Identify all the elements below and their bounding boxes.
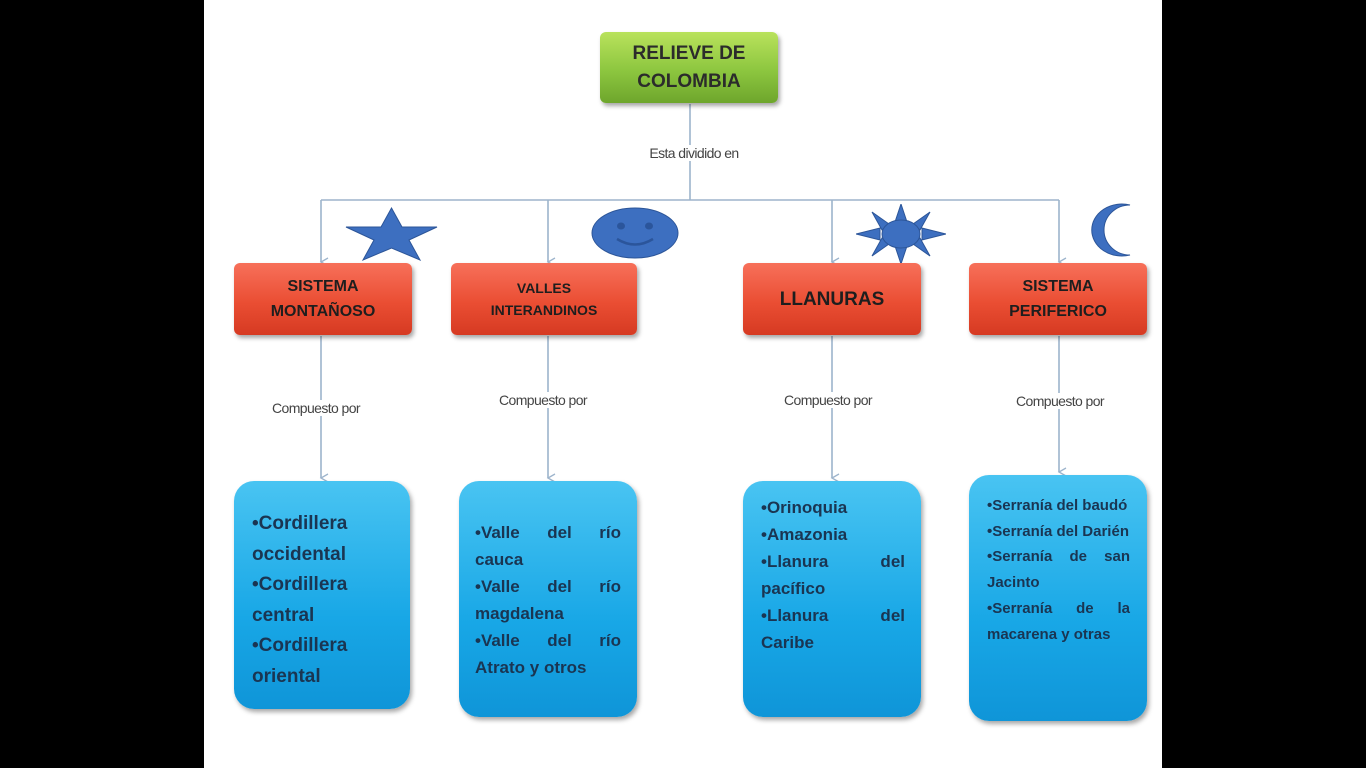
list-item: •Cordillera occidental bbox=[252, 513, 348, 565]
connector-label-compuesto-3: Compuesto por bbox=[782, 392, 874, 408]
detail-box-llanuras: •Orinoquia •Amazonia •Llanura del pacífi… bbox=[743, 481, 921, 717]
list-item: •Llanura del pacífico bbox=[761, 552, 905, 598]
category-valles-interandinos: VALLES INTERANDINOS bbox=[451, 263, 637, 335]
category-label: SISTEMA PERIFERICO bbox=[1009, 278, 1107, 320]
connector-label-compuesto-4: Compuesto por bbox=[1014, 393, 1106, 409]
list-item: •Valle del río magdalena bbox=[475, 577, 621, 623]
list-item: •Cordillera oriental bbox=[252, 635, 348, 687]
list-item: •Orinoquia bbox=[761, 498, 848, 517]
list-item: •Serranía del Darién bbox=[987, 522, 1129, 540]
detail-box-valles-interandinos: •Valle del río cauca •Valle del río magd… bbox=[459, 481, 637, 717]
concept-map-slide: RELIEVE DE COLOMBIA Esta dividido en Com… bbox=[204, 0, 1162, 768]
list-item: •Amazonia bbox=[761, 525, 848, 544]
detail-list: •Orinoquia •Amazonia •Llanura del pacífi… bbox=[761, 494, 905, 656]
category-label: VALLES INTERANDINOS bbox=[490, 280, 598, 318]
list-item: •Valle del río cauca bbox=[475, 523, 621, 569]
detail-list: •Serranía del baudó •Serranía del Darién… bbox=[987, 493, 1130, 647]
detail-list: •Valle del río cauca •Valle del río magd… bbox=[475, 519, 621, 681]
smiley-face-icon bbox=[591, 207, 679, 259]
list-item: •Valle del río Atrato y otros bbox=[475, 631, 621, 677]
root-node-relieve-de-colombia: RELIEVE DE COLOMBIA bbox=[600, 32, 778, 103]
category-label: SISTEMA MONTAÑOSO bbox=[270, 278, 376, 320]
star-icon bbox=[345, 206, 438, 262]
connector-label-compuesto-2: Compuesto por bbox=[497, 392, 589, 408]
category-label: LLANURAS bbox=[779, 288, 885, 310]
sun-icon bbox=[856, 204, 946, 264]
moon-icon bbox=[1091, 203, 1131, 257]
list-item: •Serranía de la macarena y otras bbox=[987, 599, 1130, 643]
connector-label-divided: Esta dividido en bbox=[647, 145, 741, 161]
list-item: •Serranía del baudó bbox=[987, 497, 1128, 514]
root-node-label: RELIEVE DE COLOMBIA bbox=[632, 42, 746, 92]
list-item: •Serranía de san Jacinto bbox=[987, 548, 1130, 592]
category-sistema-montanoso: SISTEMA MONTAÑOSO bbox=[234, 263, 412, 335]
detail-list: •Cordillera occidental •Cordillera centr… bbox=[252, 509, 392, 692]
list-item: •Cordillera central bbox=[252, 574, 348, 626]
category-sistema-periferico: SISTEMA PERIFERICO bbox=[969, 263, 1147, 335]
connector-label-compuesto-1: Compuesto por bbox=[270, 400, 362, 416]
detail-box-sistema-periferico: •Serranía del baudó •Serranía del Darién… bbox=[969, 475, 1147, 721]
category-llanuras: LLANURAS bbox=[743, 263, 921, 335]
list-item: •Llanura del Caribe bbox=[761, 606, 905, 652]
detail-box-sistema-montanoso: •Cordillera occidental •Cordillera centr… bbox=[234, 481, 410, 709]
